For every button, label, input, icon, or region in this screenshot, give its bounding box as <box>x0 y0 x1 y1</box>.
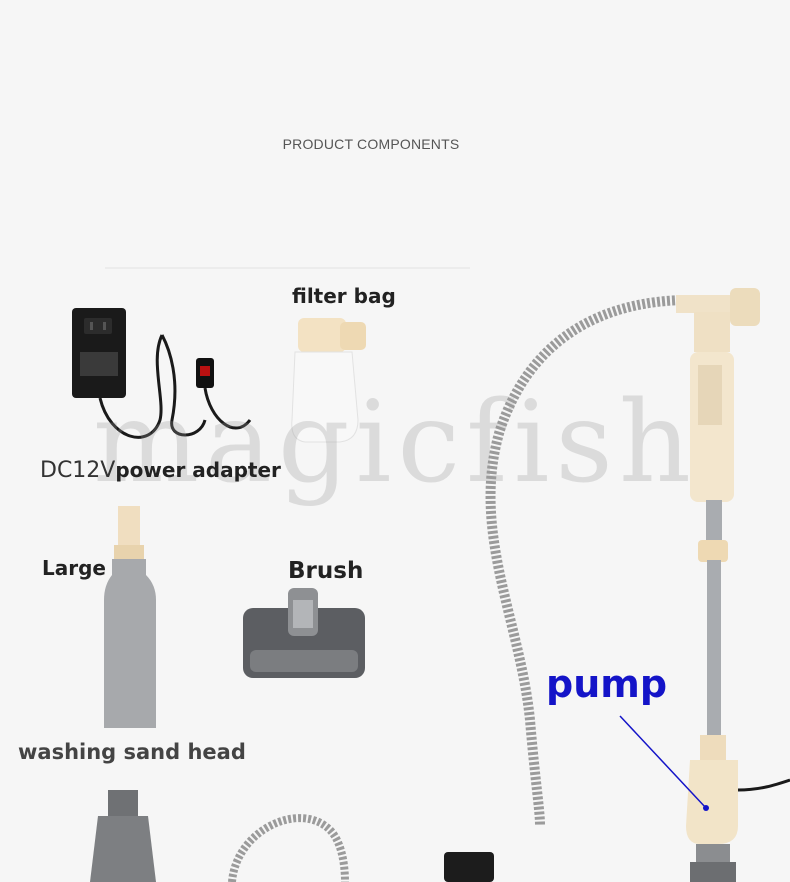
bottom-bottle-image <box>90 790 156 882</box>
large-tube-image <box>104 506 156 728</box>
power-adapter-label: power adapter <box>115 458 281 482</box>
pump-image <box>676 288 790 882</box>
large-label: Large <box>42 556 106 580</box>
brush-label: Brush <box>288 558 364 584</box>
bottom-hose-image <box>228 814 349 882</box>
brush-head-image <box>243 588 365 678</box>
pump-label: pump <box>546 662 668 706</box>
bottom-clip-image <box>444 852 494 882</box>
page-title: PRODUCT COMPONENTS <box>282 136 460 152</box>
washing-sand-head-label: washing sand head <box>18 740 246 764</box>
filter-bag-image <box>291 318 366 443</box>
power-adapter-caption: DC12Vpower adapter <box>40 458 281 483</box>
power-adapter-image <box>72 308 252 439</box>
filter-bag-label: filter bag <box>292 284 396 308</box>
drain-hose-image <box>485 295 691 826</box>
dc-voltage-label: DC12V <box>40 458 116 483</box>
